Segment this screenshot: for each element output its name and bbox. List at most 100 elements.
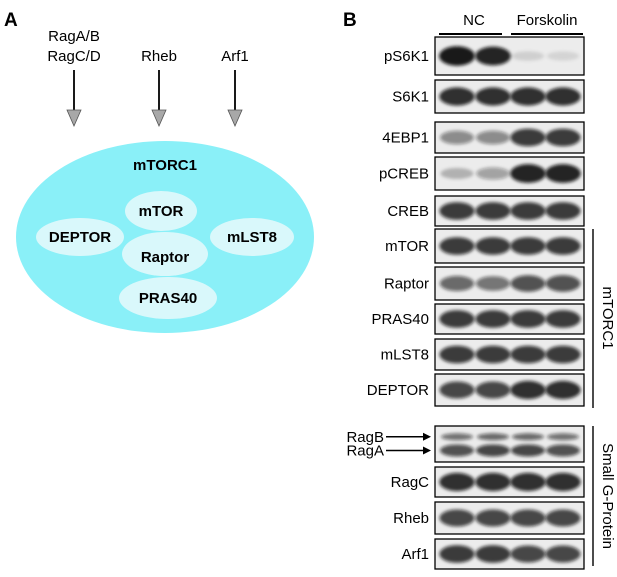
band-raga-ragb-upper-lane-1	[441, 433, 473, 441]
blot-label-deptor: DEPTOR	[367, 382, 429, 399]
band-mlst8-lane-2	[475, 345, 511, 364]
band-creb-lane-4	[545, 202, 581, 220]
band-s6k1-lane-2	[475, 87, 511, 106]
band-pcreb-lane-4	[545, 164, 581, 183]
blot-label-4ebp1: 4EBP1	[382, 130, 429, 147]
blot-label-s6k1: S6K1	[392, 89, 429, 106]
band-mlst8-lane-3	[510, 345, 546, 364]
band-s6k1-lane-3	[510, 87, 546, 106]
group-label-mtorc1: mTORC1	[599, 286, 616, 349]
blot-label-arf1: Arf1	[401, 546, 429, 563]
blot-label-pras40: PRAS40	[371, 311, 429, 328]
band-raga-ragb-upper-lane-4	[547, 433, 579, 441]
regulator-label-rag-line2: RagC/D	[47, 48, 101, 65]
band-4ebp1-lane-3	[510, 128, 546, 147]
blot-label-raptor: Raptor	[384, 276, 429, 293]
band-deptor-lane-3	[510, 380, 546, 400]
blot-label-ps6k1: pS6K1	[384, 48, 429, 65]
condition-label-forskolin: Forskolin	[517, 12, 578, 29]
subunit-raptor-label: Raptor	[141, 249, 189, 266]
band-pras40-lane-2	[475, 310, 511, 328]
band-mtor-lane-3	[510, 237, 546, 255]
condition-label-nc: NC	[463, 12, 485, 29]
band-raptor-lane-4	[545, 275, 581, 292]
band-pcreb-lane-2	[476, 167, 510, 180]
subunit-mlst8-label: mLST8	[227, 229, 277, 246]
blot-label-ragb: RagB	[346, 429, 384, 446]
band-mlst8-lane-1	[439, 345, 475, 364]
band-ps6k1-lane-3	[511, 51, 545, 61]
band-mtor-lane-2	[475, 237, 511, 255]
blot-panel-raga-ragb	[434, 425, 585, 463]
band-ragc-lane-3	[510, 472, 546, 492]
band-s6k1-lane-4	[545, 87, 581, 106]
subunit-pras40-bubble	[119, 277, 217, 319]
blot-label-rheb: Rheb	[393, 510, 429, 527]
arrow-arf1	[227, 70, 243, 127]
band-raga-ragb-upper-lane-2	[477, 433, 509, 441]
band-arrowhead-raga	[423, 446, 431, 455]
band-pras40-lane-4	[545, 310, 581, 328]
band-pras40-lane-3	[510, 310, 546, 328]
band-raptor-lane-2	[475, 276, 511, 291]
band-arf1-lane-2	[475, 545, 511, 563]
blot-label-raga: RagA	[346, 442, 384, 459]
band-ragc-lane-1	[439, 472, 475, 492]
regulator-label-rag-line1: RagA/B	[48, 28, 100, 45]
band-raga-ragb-upper-lane-3	[512, 433, 544, 441]
band-arf1-lane-1	[439, 545, 475, 563]
band-raptor-lane-3	[510, 275, 546, 292]
subunit-mlst8-bubble	[210, 218, 294, 256]
band-deptor-lane-4	[545, 380, 581, 400]
band-ps6k1-lane-4	[546, 51, 580, 61]
band-arf1-lane-3	[510, 545, 546, 563]
band-raga-ragb-lower-lane-3	[511, 444, 545, 457]
band-raga-ragb-lower-lane-4	[546, 444, 580, 457]
band-s6k1-lane-1	[439, 87, 475, 106]
subunit-mtor-label: mTOR	[139, 203, 184, 220]
band-raga-ragb-lower-lane-2	[476, 444, 510, 457]
band-4ebp1-lane-2	[476, 130, 510, 145]
band-4ebp1-lane-4	[545, 128, 581, 147]
band-pcreb-lane-3	[510, 164, 546, 183]
band-4ebp1-lane-1	[440, 130, 474, 145]
blot-label-mlst8: mLST8	[381, 347, 429, 364]
band-pras40-lane-1	[439, 310, 475, 328]
band-ragc-lane-2	[475, 472, 511, 492]
band-pcreb-lane-1	[440, 168, 474, 179]
subunit-mtor-bubble	[125, 191, 197, 231]
band-deptor-lane-1	[439, 381, 475, 399]
band-rheb-lane-3	[510, 509, 546, 527]
subunit-raptor-bubble	[122, 232, 208, 276]
band-raptor-lane-1	[439, 275, 475, 292]
blot-label-creb: CREB	[387, 203, 429, 220]
subunit-pras40-label: PRAS40	[139, 290, 197, 307]
panel-a-label: A	[4, 10, 18, 31]
subunit-deptor-label: DEPTOR	[49, 229, 111, 246]
band-rheb-lane-1	[439, 509, 475, 527]
blot-label-pcreb: pCREB	[379, 166, 429, 183]
subunit-deptor-bubble	[36, 218, 124, 256]
band-ps6k1-lane-2	[475, 46, 511, 66]
band-mtor-lane-4	[545, 237, 581, 255]
band-rheb-lane-2	[475, 509, 511, 527]
panel-b-label: B	[343, 10, 357, 31]
complex-title: mTORC1	[133, 157, 197, 174]
regulator-label-arf1: Arf1	[221, 48, 249, 65]
band-creb-lane-1	[439, 202, 475, 220]
blot-label-ragc: RagC	[391, 474, 430, 491]
blot-label-mtor: mTOR	[385, 238, 429, 255]
panel-a: A RagA/B RagC/D Rheb Arf1 mTORC1 mTOR DE…	[4, 10, 314, 333]
band-deptor-lane-2	[475, 381, 511, 399]
band-arf1-lane-4	[545, 545, 581, 563]
band-mtor-lane-1	[439, 237, 475, 255]
band-ps6k1-lane-1	[439, 46, 475, 66]
group-label-small-g-protein: Small G-Protein	[599, 443, 616, 549]
arrow-rag	[66, 70, 82, 127]
band-raga-ragb-lower-lane-1	[440, 444, 474, 457]
band-ragc-lane-4	[545, 472, 581, 492]
band-rheb-lane-4	[545, 509, 581, 527]
